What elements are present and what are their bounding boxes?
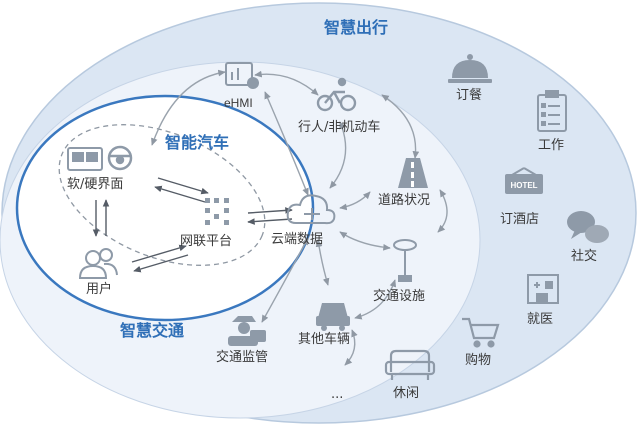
car-icon xyxy=(316,303,350,331)
chat-bubbles-icon xyxy=(567,211,609,243)
pedestrian-label: 行人/非机动车 xyxy=(298,120,381,135)
dashboard-icon xyxy=(67,147,103,171)
road-icon xyxy=(398,158,428,188)
users-icon xyxy=(78,248,118,279)
traffic-light-icon xyxy=(393,239,417,282)
hotel-sign-icon: HOTEL xyxy=(505,167,543,194)
ehmi-label: eHMI xyxy=(224,96,253,110)
sofa-icon xyxy=(384,349,436,380)
traffic-facility-label: 交通设施 xyxy=(373,289,426,304)
shopping-label: 购物 xyxy=(465,353,492,368)
medical-label: 就医 xyxy=(527,312,554,327)
leisure-label: 休闲 xyxy=(393,386,420,401)
connection-arrows xyxy=(151,69,448,366)
book-hotel-label: 订酒店 xyxy=(500,212,540,227)
dining-cloche-icon xyxy=(448,54,492,83)
platform-chip-icon xyxy=(205,198,229,225)
order-food-label: 订餐 xyxy=(456,88,483,103)
steering-wheel-icon xyxy=(107,145,133,171)
hotel-sign-text: HOTEL xyxy=(510,181,537,190)
traffic-supervision-label: 交通监管 xyxy=(216,350,269,365)
cyclist-icon xyxy=(316,77,357,112)
hardware-interface-label: 软/硬界面 xyxy=(67,177,124,192)
smart-car-ellipse xyxy=(15,94,315,322)
smart-car-title: 智能汽车 xyxy=(165,133,230,152)
smart-mobility-title: 智慧出行 xyxy=(324,18,389,37)
internal-arrows xyxy=(92,177,293,273)
other-vehicles-label: 其他车辆 xyxy=(298,332,351,347)
road-condition-label: 道路状况 xyxy=(378,193,431,208)
hospital-icon xyxy=(527,274,559,304)
ehmi-icon xyxy=(225,62,259,89)
user-label: 用户 xyxy=(86,282,113,297)
clipboard-icon xyxy=(537,90,567,132)
cloud-data-label: 云端数据 xyxy=(271,232,324,247)
connected-platform-label: 网联平台 xyxy=(180,234,233,249)
cloud-icon xyxy=(286,194,336,225)
shopping-cart-icon xyxy=(462,317,500,348)
police-car-icon xyxy=(228,316,266,346)
social-label: 社交 xyxy=(571,249,598,264)
ellipsis-label: ... xyxy=(331,387,344,402)
work-label: 工作 xyxy=(538,138,565,153)
smart-transport-title: 智慧交通 xyxy=(120,321,185,340)
